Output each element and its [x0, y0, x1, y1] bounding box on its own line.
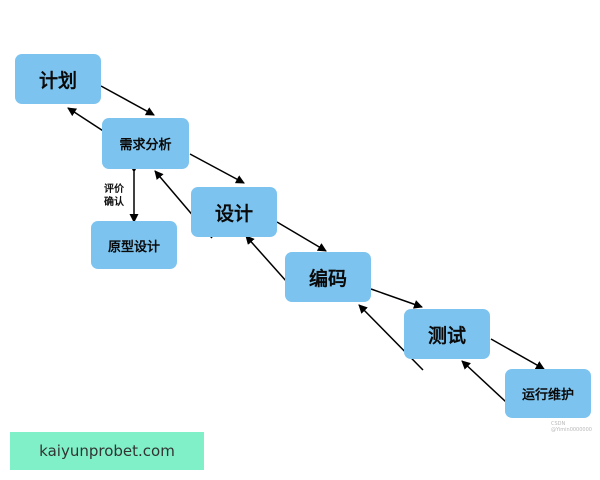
arrow-design-to-coding [276, 221, 327, 252]
stage-maintenance: 运行维护 [505, 369, 591, 418]
arrow-testing-to-coding [358, 304, 424, 371]
arrow-requirements-to-design [189, 153, 245, 184]
stage-maintenance-label: 运行维护 [521, 388, 574, 403]
stage-testing: 测试 [404, 309, 490, 359]
side-label-line1: 评价 [104, 184, 124, 195]
side-label-line2: 确认 [104, 197, 124, 208]
stage-coding: 编码 [285, 252, 371, 302]
site-banner-text: kaiyunprobet.com [39, 442, 175, 460]
stage-testing-label: 测试 [427, 324, 466, 347]
arrow-testing-to-maintenance [490, 338, 545, 370]
stage-coding-label: 编码 [308, 267, 347, 290]
arrow-plan-to-requirements [100, 85, 155, 116]
arrow-coding-to-testing [370, 288, 423, 309]
stage-plan: 计划 [15, 54, 101, 104]
stage-design: 设计 [191, 187, 277, 237]
stage-prototype-label: 原型设计 [107, 239, 160, 255]
evaluation-confirm-label: 评价 确认 [104, 183, 130, 209]
stage-design-label: 设计 [214, 202, 253, 225]
watermark: CSDN @Yimin0000000 [551, 421, 592, 433]
stage-requirements-label: 需求分析 [119, 138, 172, 153]
site-banner[interactable]: kaiyunprobet.com [10, 432, 204, 470]
stage-prototype: 原型设计 [91, 221, 177, 269]
stage-requirements: 需求分析 [102, 118, 189, 169]
stage-plan-label: 计划 [38, 69, 77, 92]
